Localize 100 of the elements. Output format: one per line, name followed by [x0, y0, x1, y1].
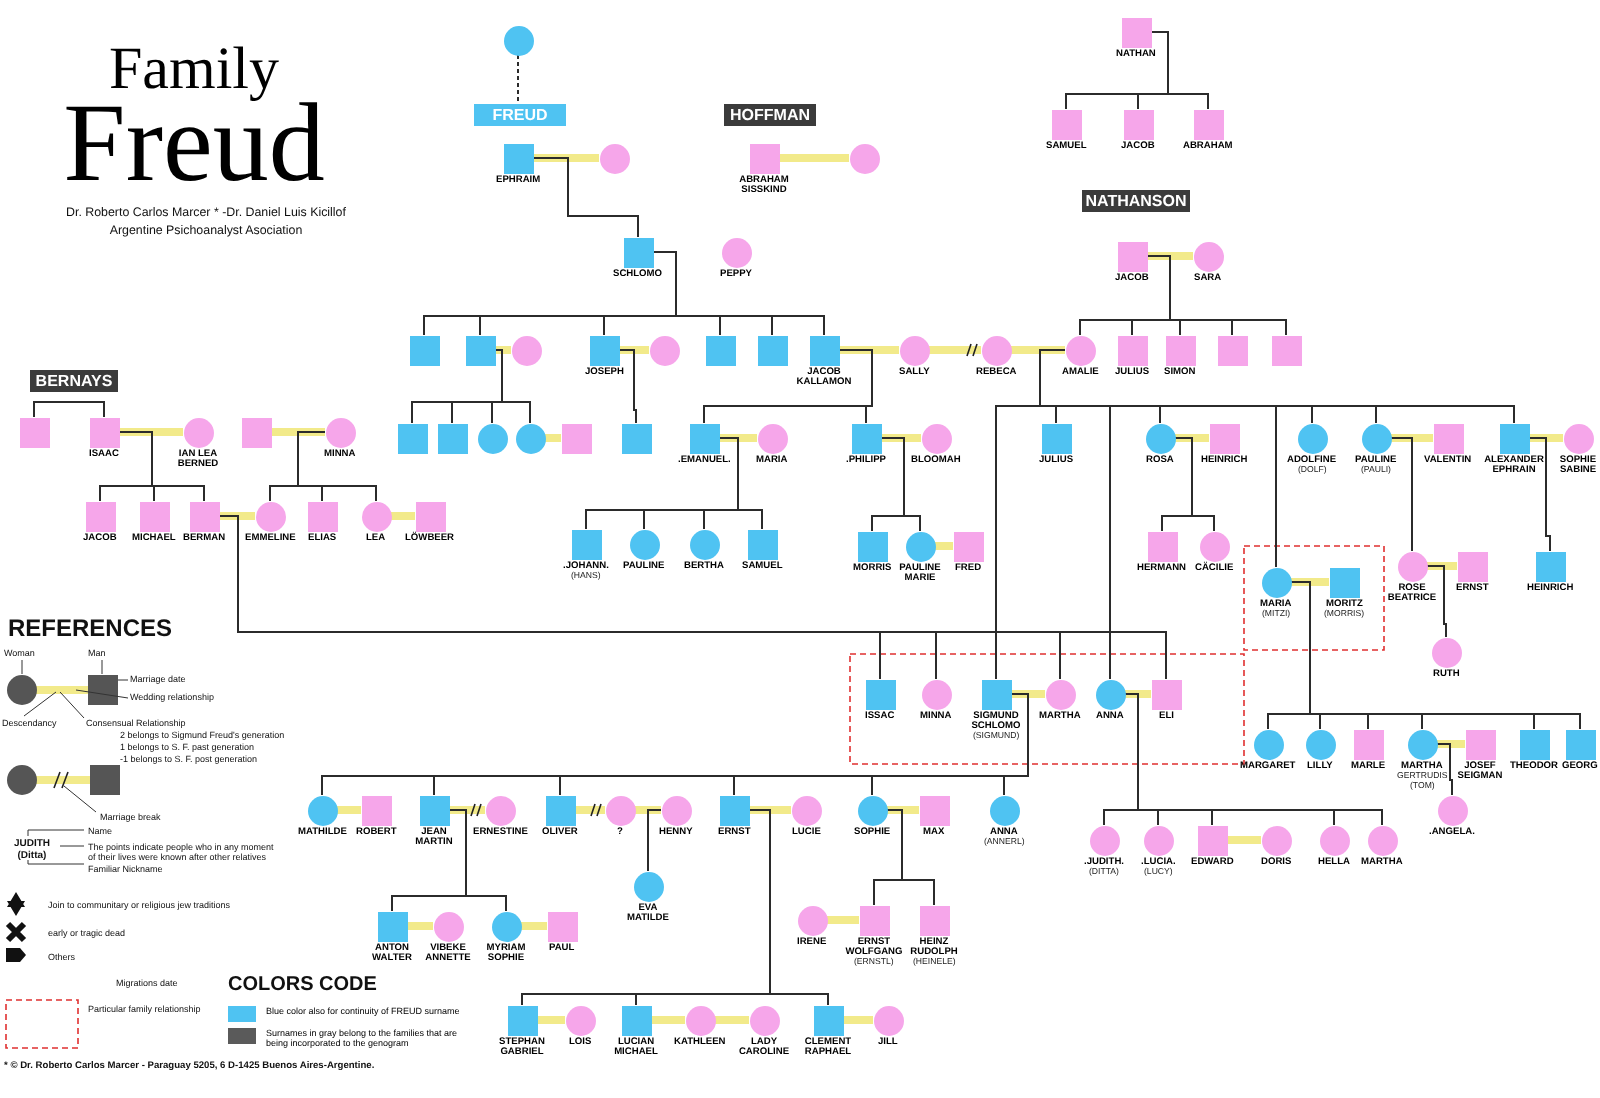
descent-line: [652, 251, 825, 336]
woman-circle: [1261, 825, 1291, 855]
descent-line: [1003, 693, 1029, 796]
man-square: [561, 423, 591, 453]
descent-line: [1390, 437, 1413, 552]
man-square: [1535, 551, 1565, 581]
marriage-line: [575, 806, 605, 814]
descent-line: [1146, 255, 1287, 336]
woman-circle: [1563, 423, 1593, 453]
woman-circle: [989, 795, 1019, 825]
woman-circle: [749, 1005, 779, 1035]
woman-circle: [307, 795, 337, 825]
title: Family Freud: [61, 34, 327, 192]
marriage-line: [827, 916, 859, 924]
man-square: [1193, 109, 1223, 139]
descent-line: [1528, 437, 1551, 552]
man-square: [189, 501, 219, 531]
man-square: [1433, 423, 1463, 453]
marriage-line: [545, 434, 561, 442]
man-square: [139, 501, 169, 531]
woman-circle: [515, 423, 545, 453]
man-square: [1353, 729, 1383, 759]
woman-circle: [689, 529, 719, 559]
man-square: [307, 501, 337, 531]
marriage-line: [1011, 346, 1065, 354]
marriage-line: [779, 154, 849, 162]
woman-circle: [565, 1005, 595, 1035]
man-square: [757, 335, 787, 365]
marriage-line: [449, 806, 485, 814]
woman-circle: [857, 795, 887, 825]
marriage-line: [521, 922, 547, 930]
man-square: [1121, 17, 1151, 47]
man-square: [851, 423, 881, 453]
sibling-line: [33, 401, 105, 418]
man-square: [1151, 679, 1181, 709]
man-square: [397, 423, 427, 453]
woman-circle: [1145, 423, 1175, 453]
man-square: [857, 531, 887, 561]
woman-circle: [1437, 795, 1467, 825]
marriage-line: [337, 806, 361, 814]
man-square: [437, 423, 467, 453]
man-square: [1197, 825, 1227, 855]
woman-circle: [791, 795, 821, 825]
man-square: [19, 417, 49, 447]
marriage-line: [887, 806, 919, 814]
woman-circle: [477, 423, 507, 453]
man-square: [1117, 241, 1147, 271]
woman-circle: [905, 531, 935, 561]
man-square: [377, 911, 407, 941]
surname-banner: HOFFMAN: [724, 103, 816, 125]
marriage-line: [1147, 252, 1193, 260]
woman-circle: [1143, 825, 1173, 855]
woman-circle: [685, 1005, 715, 1035]
dashed-line: [517, 54, 519, 104]
man-square: [1519, 729, 1549, 759]
man-square: [859, 905, 889, 935]
man-square: [809, 335, 839, 365]
man-square: [919, 905, 949, 935]
woman-circle: [1065, 335, 1095, 365]
descent-line: [532, 157, 639, 238]
descent-line: [1150, 31, 1209, 110]
woman-circle: [1095, 679, 1125, 709]
man-square: [589, 335, 619, 365]
woman-circle: [873, 1005, 903, 1035]
woman-circle: [899, 335, 929, 365]
man-square: [1117, 335, 1147, 365]
descent-line: [118, 431, 205, 502]
woman-circle: [849, 143, 879, 173]
descent-line: [1290, 581, 1581, 730]
marriage-line: [715, 1016, 749, 1024]
man-square: [749, 143, 779, 173]
woman-circle: [511, 335, 541, 365]
marriage-line: [391, 512, 415, 520]
man-square: [465, 335, 495, 365]
marriage-line: [619, 346, 649, 354]
man-square: [981, 679, 1011, 709]
woman-circle: [1361, 423, 1391, 453]
marriage-line: [271, 428, 325, 436]
man-square: [361, 795, 391, 825]
man-square: [705, 335, 735, 365]
descent-line: [1436, 743, 1453, 796]
woman-circle: [325, 417, 355, 447]
man-square: [919, 795, 949, 825]
woman-circle: [1407, 729, 1437, 759]
marriage-line: [839, 346, 899, 354]
man-square: [1271, 335, 1301, 365]
man-square: [621, 1005, 651, 1035]
marriage-line: [1227, 836, 1261, 844]
man-square: [865, 679, 895, 709]
man-square: [621, 423, 651, 453]
woman-circle: [1397, 551, 1427, 581]
woman-circle: [1045, 679, 1075, 709]
descent-line: [838, 349, 873, 424]
descent-line: [1039, 349, 1111, 680]
descent-line: [1426, 565, 1447, 638]
marriage-line: [881, 434, 921, 442]
woman-circle: [433, 911, 463, 941]
man-square: [1209, 423, 1239, 453]
man-square: [1165, 335, 1195, 365]
man-square: [1123, 109, 1153, 139]
